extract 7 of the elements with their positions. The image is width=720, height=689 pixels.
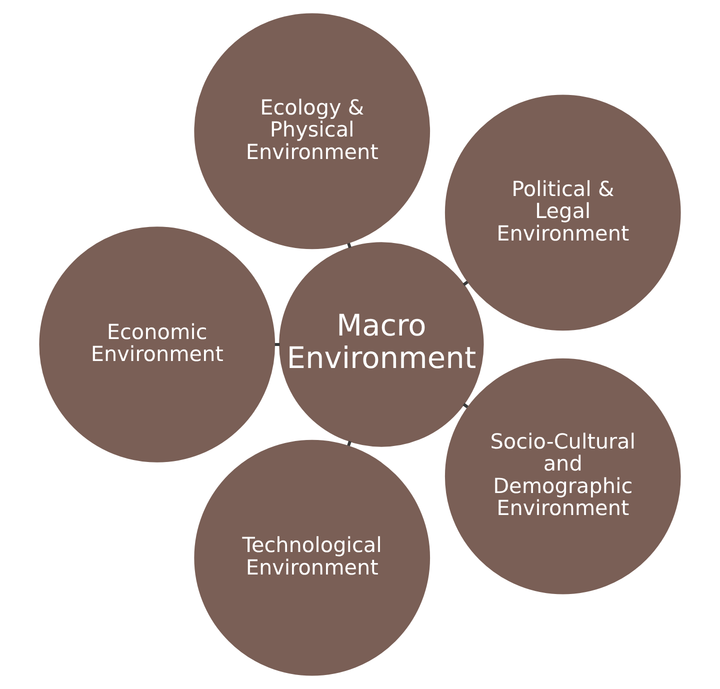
connector — [347, 242, 352, 248]
connector — [462, 280, 468, 286]
connector — [347, 440, 352, 446]
node-circle: Political & Legal Environment — [444, 94, 681, 331]
connector — [462, 403, 468, 408]
node-circle: Economic Environment — [39, 226, 276, 462]
connector — [274, 343, 280, 346]
